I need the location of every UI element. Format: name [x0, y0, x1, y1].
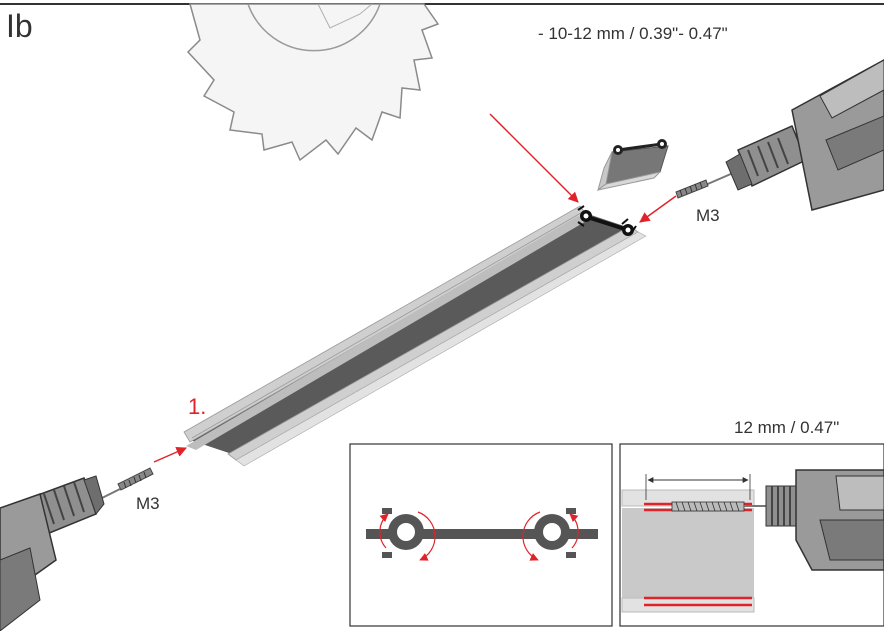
power-drill-icon — [675, 59, 884, 211]
saw-cut-note: - 10-12 mm / 0.39"- 0.47" — [538, 24, 728, 43]
saw-arrow — [489, 113, 579, 203]
led-profile-icon — [183, 205, 647, 467]
screw-icon — [675, 179, 709, 199]
circular-saw-blade-icon — [186, 3, 440, 162]
step-number: 1. — [188, 394, 207, 419]
detail-dimension-label: 12 mm / 0.47" — [734, 418, 840, 437]
cut-piece-icon — [597, 139, 669, 192]
screw-icon-bottom — [117, 467, 154, 491]
power-drill-detail-icon — [765, 469, 884, 571]
screw-size-label-bottom: M3 — [136, 494, 160, 513]
end-cap-icon — [577, 205, 637, 236]
detail-panel-left — [349, 443, 613, 627]
screw-detail-icon — [671, 501, 745, 512]
screw-arrow-bottom — [153, 446, 187, 463]
screw-size-label-top: M3 — [696, 206, 720, 225]
end-cap-detail-icon — [382, 508, 576, 558]
power-drill-icon-bottom — [0, 467, 154, 631]
step-label: Ib — [6, 8, 33, 44]
screw-arrow-top — [639, 195, 677, 223]
detail-panel-right — [619, 443, 884, 627]
